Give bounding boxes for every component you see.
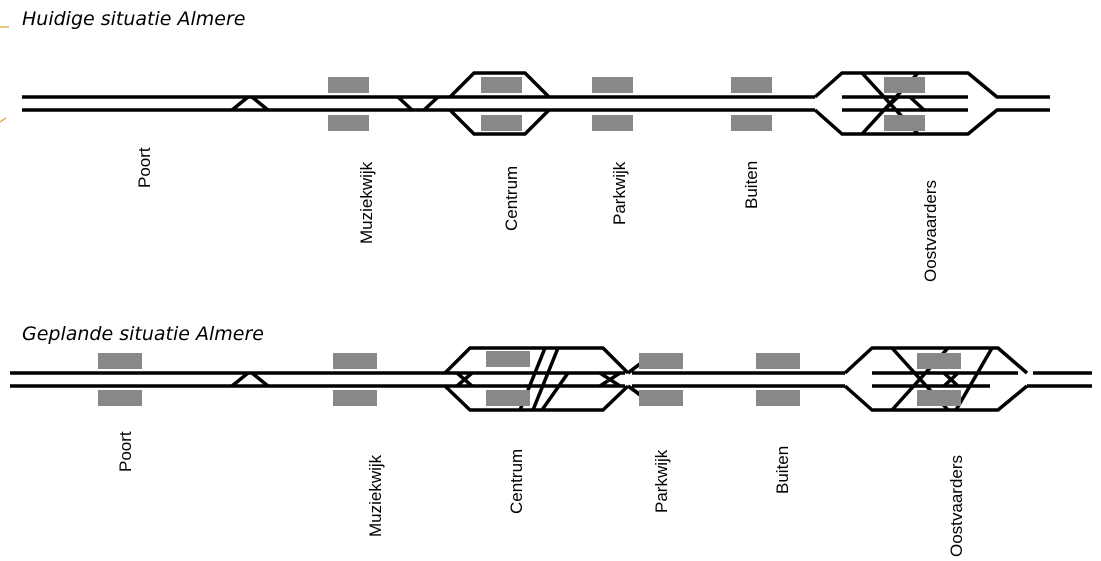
current-centrum-bypass-south — [448, 108, 551, 136]
current-station-label-oostvaarders: Oostvaarders — [921, 180, 940, 282]
planned-platform-buiten-north — [756, 353, 800, 369]
current-station-label-parkwijk: Parkwijk — [610, 161, 629, 225]
current-centrum-bypass-north — [448, 71, 551, 99]
current-crossover-poort-a — [230, 95, 250, 112]
current-platform-buiten-south — [731, 115, 772, 131]
planned-platform-oostvaarders-south — [917, 390, 961, 406]
current-oost-diamond-top — [813, 71, 1050, 99]
planned-platform-parkwijk-south — [639, 390, 683, 406]
planned-platform-oostvaarders-north — [917, 353, 961, 369]
planned-centrum-outer-north — [443, 346, 630, 375]
current-crossover-muziek-a — [396, 95, 414, 112]
current-station-label-poort: Poort — [135, 147, 154, 188]
planned-centrum-cross-c — [540, 371, 570, 412]
planned-situation: Geplande situatie Almere — [10, 323, 1092, 557]
current-platform-oostvaarders-north — [884, 77, 925, 93]
current-platform-centrum-north — [481, 77, 522, 93]
planned-platform-muziekwijk-north — [333, 353, 377, 369]
current-platform-buiten-north — [731, 77, 772, 93]
planned-oost-cross-c — [954, 347, 994, 411]
planned-platform-poort-south — [98, 390, 142, 406]
current-station-label-buiten: Buiten — [742, 161, 761, 209]
current-oost-cross-c — [882, 95, 900, 112]
planned-oost-cross-e — [942, 371, 960, 388]
current-platform-muziekwijk-south — [328, 115, 369, 131]
planned-oost-diamond-top — [843, 346, 1029, 375]
current-platform-muziekwijk-north — [328, 77, 369, 93]
planned-oost-diamond-bottom — [843, 384, 1029, 412]
current-station-label-centrum: Centrum — [502, 166, 521, 231]
planned-platform-centrum-north — [486, 351, 530, 367]
planned-station-label-centrum: Centrum — [507, 449, 526, 514]
current-oost-diamond-bottom — [813, 108, 1050, 136]
planned-crossover-poort-a — [230, 371, 250, 388]
planned-platform-poort-north — [98, 353, 142, 369]
edge-marker-mid — [0, 117, 7, 123]
planned-station-label-poort: Poort — [116, 431, 135, 472]
planned-platform-centrum-south — [486, 390, 530, 406]
current-title: Huidige situatie Almere — [22, 8, 245, 30]
planned-centrum-cross-g — [455, 371, 474, 388]
planned-crossover-poort-b — [250, 371, 270, 388]
current-platform-parkwijk-north — [592, 77, 633, 93]
current-crossover-muziek-b — [422, 95, 440, 112]
current-situation: Huidige situatie Almere P — [22, 8, 1050, 282]
current-platform-parkwijk-south — [592, 115, 633, 131]
planned-station-label-parkwijk: Parkwijk — [652, 449, 671, 513]
planned-title: Geplande situatie Almere — [22, 323, 264, 345]
current-oost-cross-d — [908, 95, 926, 112]
current-station-label-muziekwijk: Muziekwijk — [357, 161, 376, 244]
current-platform-oostvaarders-south — [884, 115, 925, 131]
current-platform-centrum-south — [481, 115, 522, 131]
planned-station-label-muziekwijk: Muziekwijk — [366, 454, 385, 537]
planned-station-label-buiten: Buiten — [773, 446, 792, 494]
current-crossover-poort-b — [250, 95, 270, 112]
planned-platform-muziekwijk-south — [333, 390, 377, 406]
planned-station-label-oostvaarders: Oostvaarders — [947, 455, 966, 557]
planned-centrum-cross-e — [599, 371, 621, 388]
planned-centrum-outer-south — [443, 384, 630, 412]
planned-platform-buiten-south — [756, 390, 800, 406]
planned-centrum-cross-b — [531, 347, 560, 411]
planned-platform-parkwijk-north — [639, 353, 683, 369]
